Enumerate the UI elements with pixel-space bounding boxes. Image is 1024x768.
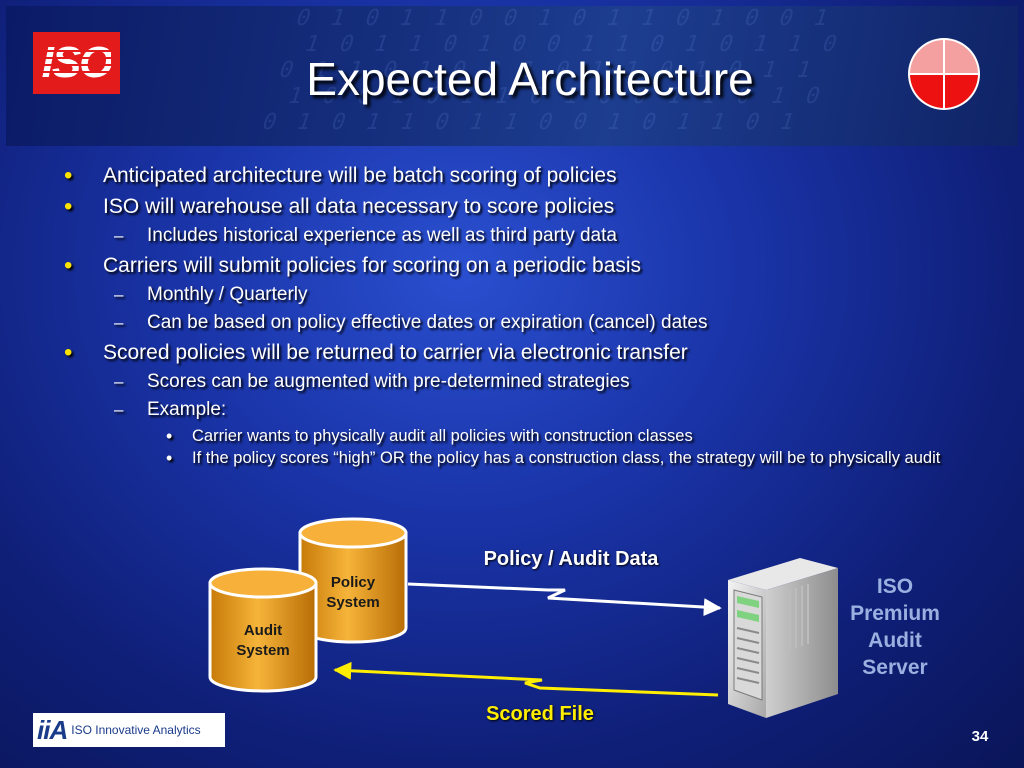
- slide-header: 0 1 0 1 1 0 0 1 0 1 1 0 1 0 0 1 1 0 1 1 …: [6, 6, 1018, 146]
- sub-sub-bullet-item: Carrier wants to physically audit all po…: [60, 426, 980, 446]
- iso-logo-text: ISO: [41, 38, 114, 87]
- quadrant-circle-icon: [908, 38, 980, 110]
- sub-bullet-item: Monthly / Quarterly: [60, 281, 980, 309]
- sub-sub-bullet-item: If the policy scores “high” OR the polic…: [60, 448, 980, 468]
- iso-logo: ISO: [33, 32, 120, 94]
- bullet-item: Anticipated architecture will be batch s…: [60, 161, 980, 191]
- policy-audit-data-arrow: [407, 582, 722, 617]
- audit-system-database-icon: [208, 567, 318, 693]
- footer-logo-text: ISO Innovative Analytics: [71, 723, 201, 737]
- sub-bullet-item: Can be based on policy effective dates o…: [60, 309, 980, 337]
- audit-system-label: Audit System: [236, 622, 290, 659]
- sub-bullet-item: Example:: [60, 396, 980, 424]
- server-label: ISO Premium Audit Server: [850, 575, 940, 679]
- policy-system-label: Policy System: [326, 574, 380, 611]
- server-icon: [728, 558, 838, 718]
- page-number: 34: [971, 728, 989, 745]
- scored-file-label: Scored File: [486, 703, 594, 725]
- sub-bullet-item: Scores can be augmented with pre-determi…: [60, 368, 980, 396]
- bullet-list: Anticipated architecture will be batch s…: [60, 160, 980, 468]
- sub-bullet-item: Includes historical experience as well a…: [60, 222, 980, 250]
- bullet-item: Carriers will submit policies for scorin…: [60, 251, 980, 281]
- policy-audit-data-label: Policy / Audit Data: [483, 548, 659, 570]
- iso-innovative-analytics-logo: iiA ISO Innovative Analytics: [33, 713, 225, 747]
- scored-file-arrow: [333, 661, 719, 697]
- bullet-item: ISO will warehouse all data necessary to…: [60, 192, 980, 222]
- iia-logo-mark: iiA: [37, 714, 68, 745]
- slide-title: Expected Architecture: [306, 53, 754, 105]
- bullet-item: Scored policies will be returned to carr…: [60, 338, 980, 368]
